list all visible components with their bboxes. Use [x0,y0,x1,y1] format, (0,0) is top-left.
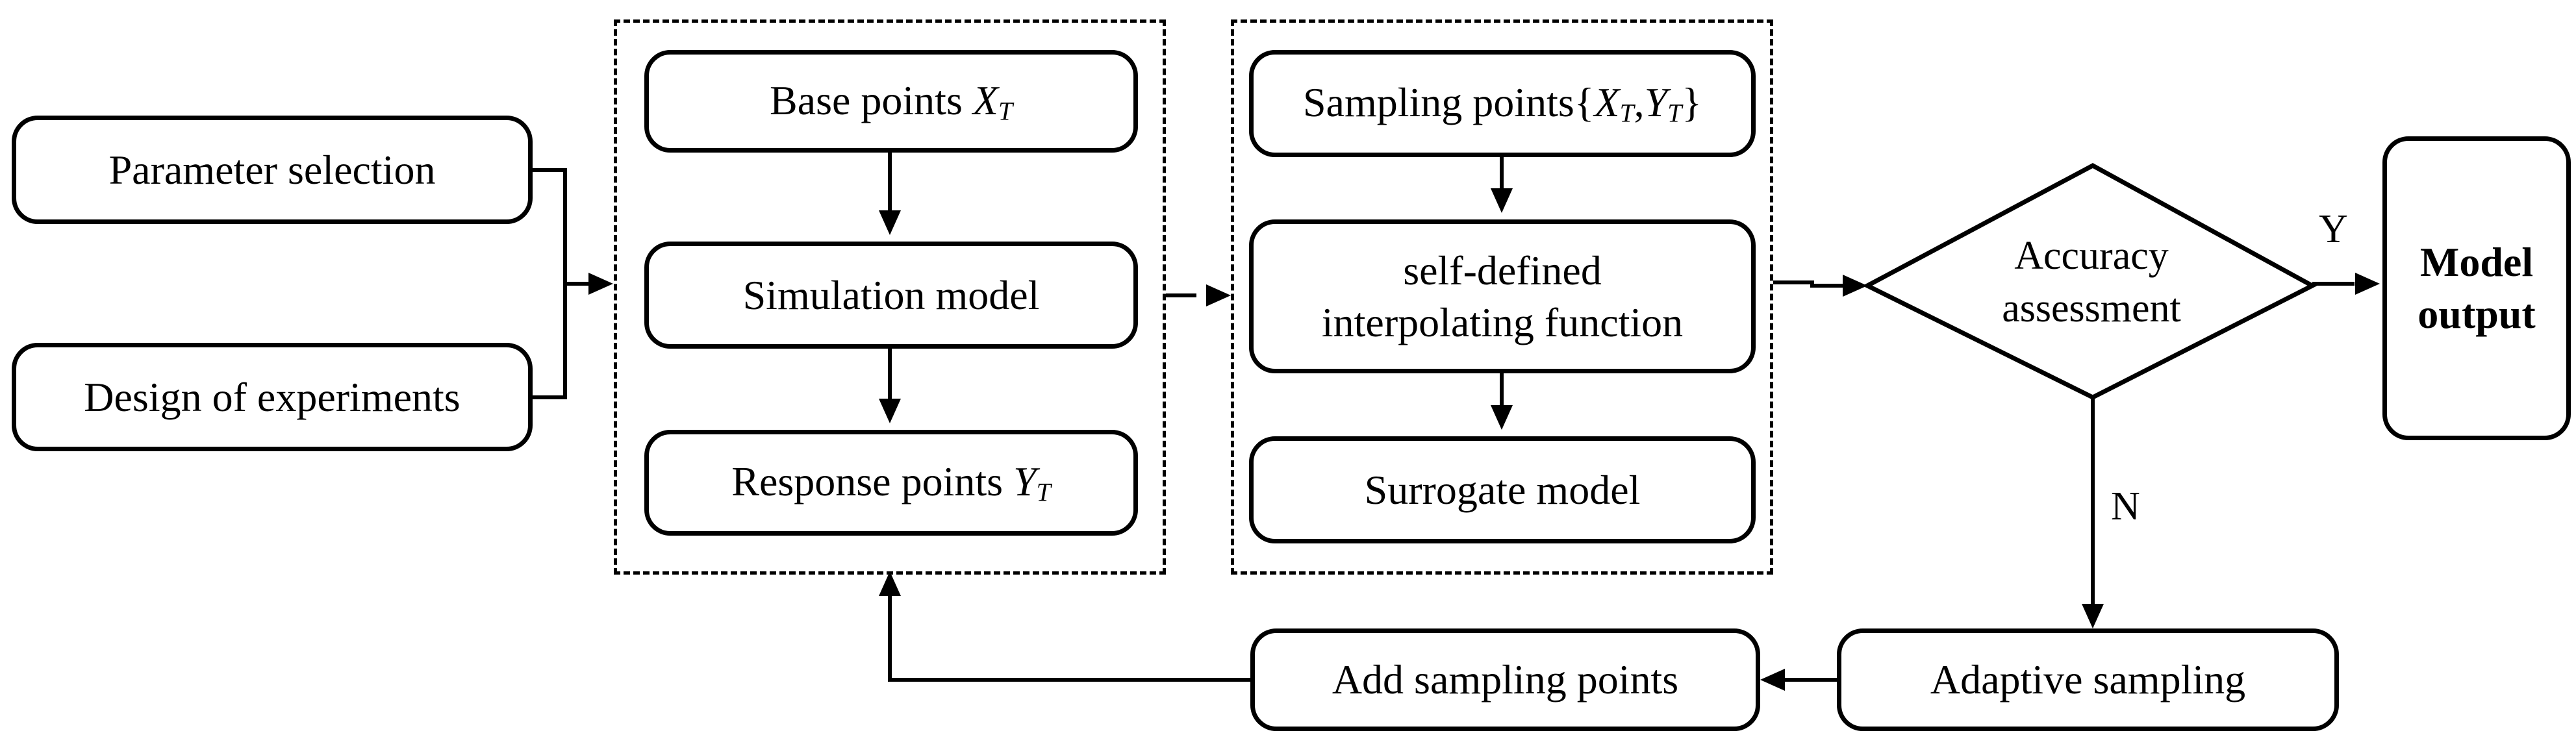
adaptive-sampling-box: Adaptive sampling [1837,628,2339,731]
arrowhead-group2-to-accuracy [1843,275,1867,297]
add-sampling-points-box: Add sampling points [1250,628,1760,731]
simulation-model-label: Simulation model [742,271,1040,318]
interpolating-function-box: self-defined interpolating function [1249,219,1756,373]
simulation-group [614,19,1166,575]
base-points-box: Base points XT [644,50,1138,153]
accuracy-assessment-diamond [1862,163,2317,400]
adaptive-sampling-label: Adaptive sampling [1930,656,2246,702]
base-points-label: Base points XT [769,77,1013,126]
arrowhead-interpolating-to-surrogate [1491,405,1513,430]
arrowhead-group1-to-group2 [1206,284,1231,306]
accuracy-assessment-label: Accuracy assessment [2002,234,2181,330]
arrowhead-accuracy-to-adaptive [2082,604,2104,628]
arrowhead-accuracy-to-output [2355,273,2380,295]
sampling-points-box: Sampling points{XT,YT} [1249,50,1756,157]
response-points-box: Response points YT [644,430,1138,536]
interpolating-function-label: self-defined interpolating function [1321,247,1684,345]
surrogate-model-box: Surrogate model [1249,436,1756,543]
response-points-label: Response points YT [731,458,1051,508]
parameter-selection-label: Parameter selection [108,146,436,193]
design-of-experiments-box: Design of experiments [12,343,533,451]
edge-label-yes: Y [2319,207,2348,251]
model-output-label: Model output [2418,239,2536,337]
edge-add-to-group1 [888,594,1250,682]
design-of-experiments-label: Design of experiments [84,373,461,420]
parameter-selection-box: Parameter selection [12,116,533,224]
arrowhead-add-to-group1 [879,571,901,596]
edge-label-no: N [2111,484,2140,528]
arrowhead-adaptive-to-add [1760,669,1785,691]
model-output-box: Model output [2382,136,2571,440]
simulation-model-box: Simulation model [644,242,1138,349]
arrowhead-simulation-to-response [879,399,901,423]
edge-parameter-to-merge [533,168,567,399]
add-sampling-points-label: Add sampling points [1332,656,1679,702]
surrogate-model-label: Surrogate model [1364,466,1641,513]
arrowhead-sampling-to-interpolating [1491,188,1513,213]
sampling-points-label: Sampling points{XT,YT} [1302,79,1702,129]
arrowhead-base-to-simulation [879,210,901,235]
arrowhead-merge-to-group1 [588,273,613,295]
surrogate-group [1231,19,1773,575]
edge-group2-to-accuracy [1773,280,1845,288]
